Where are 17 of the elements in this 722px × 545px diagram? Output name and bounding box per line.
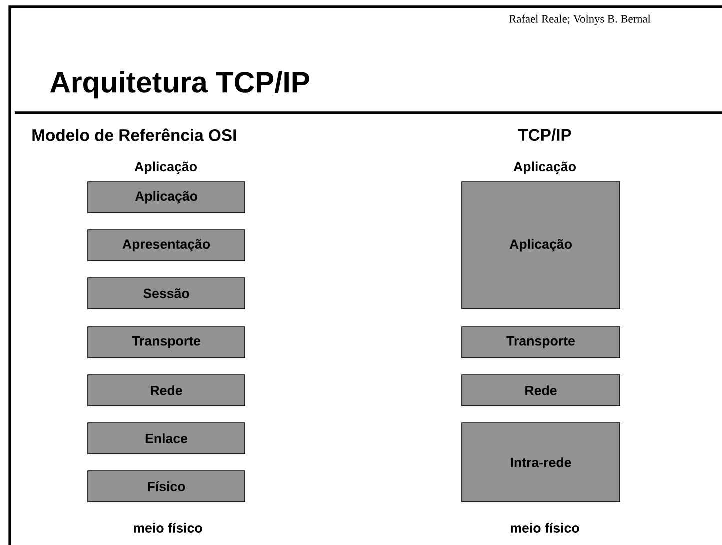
layer-box: Rede [462,374,620,406]
medium-label: meio físico [511,523,580,533]
layer-box: Rede [88,374,246,406]
layer-box: Aplicação [88,182,246,214]
layer-box: Apresentação [88,230,246,262]
title: Arquitetura TCP/IP [50,71,310,99]
author-name: Rafael Reale; Volnys B. Bernal [509,14,651,26]
medium-label: meio físico [134,523,202,533]
layer-box: Intra-rede [462,422,620,502]
column-heading: Modelo de Referência OSI [32,128,236,142]
layer-box: Aplicação [462,182,620,310]
layer-box: Transporte [462,326,620,358]
layer-box: Enlace [88,422,246,454]
layer-box: Transporte [88,326,246,358]
column-heading: TCP/IP [518,128,572,142]
layer-box: Físico [88,470,246,502]
layer-box: Sessão [88,278,246,310]
